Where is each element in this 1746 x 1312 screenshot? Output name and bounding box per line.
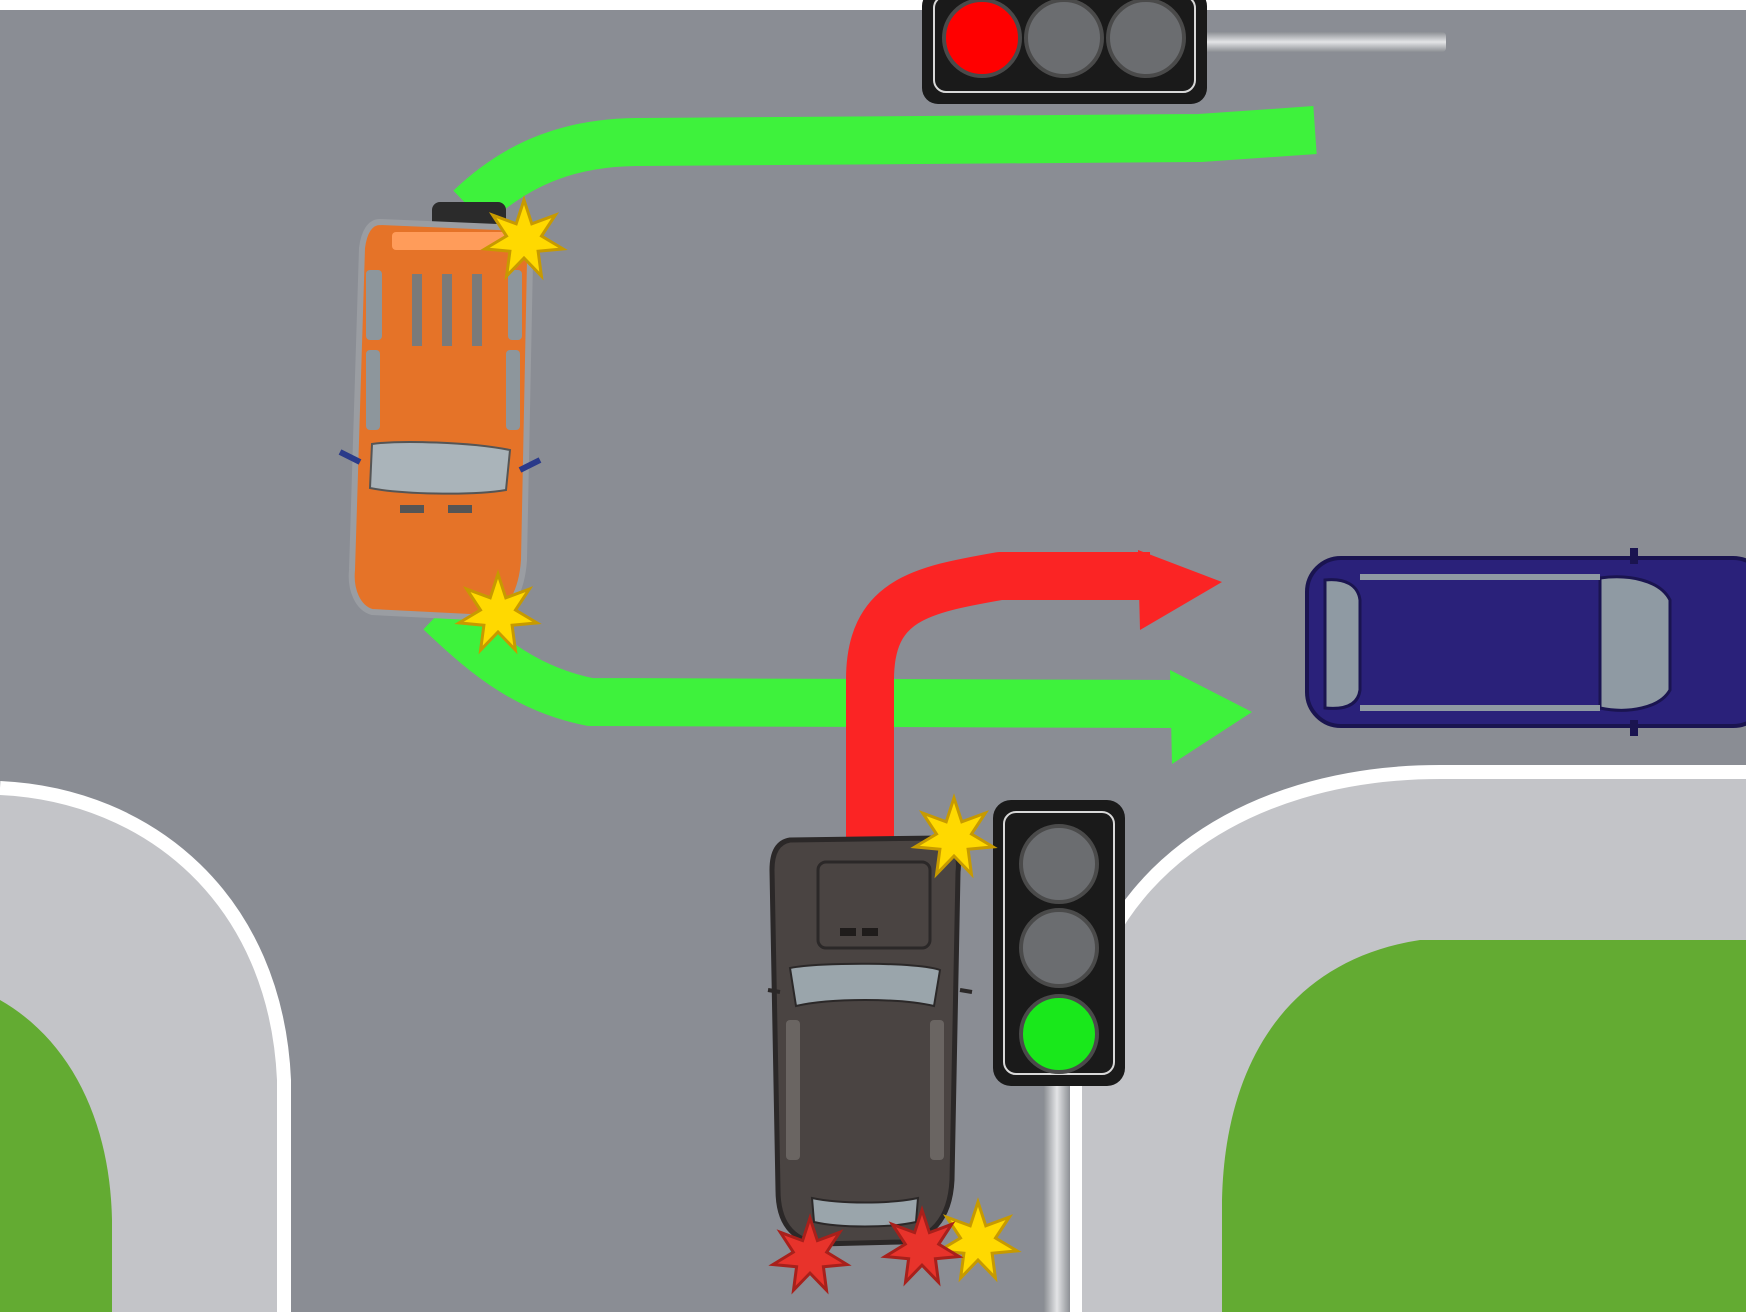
red-lamp-off xyxy=(1019,824,1099,904)
traffic-light-pole xyxy=(1044,1080,1070,1312)
blue-van xyxy=(1305,548,1746,736)
curb-line-bottom-left xyxy=(0,781,291,1312)
amber-lamp-off xyxy=(1024,0,1104,78)
corner-bottom-right xyxy=(1068,765,1746,1312)
dark-car-path-arrowhead xyxy=(1138,550,1222,630)
grass-bottom-left xyxy=(0,1000,112,1312)
corner-bottom-left xyxy=(0,781,291,1312)
top-traffic-light xyxy=(922,0,1446,104)
bottom-traffic-light xyxy=(993,800,1125,1312)
van-body xyxy=(1305,556,1746,728)
orange-suv xyxy=(338,202,542,622)
dark-car xyxy=(767,835,973,1247)
green-lamp-off xyxy=(1106,0,1186,78)
dark-car-right-brake-light xyxy=(880,1205,964,1287)
dark-car-left-brake-light xyxy=(768,1213,852,1295)
orange-rear-right-indicator xyxy=(454,569,542,655)
dark-car-front-right-indicator xyxy=(910,793,998,879)
amber-lamp-off xyxy=(1019,908,1099,988)
grass-bottom-right xyxy=(1222,940,1746,1312)
red-lamp-on xyxy=(942,0,1022,78)
orange-path-top xyxy=(453,106,1317,226)
suv-windshield xyxy=(368,441,512,495)
orange-path-bottom xyxy=(423,594,1181,728)
dark-car-route xyxy=(846,550,1222,838)
traffic-light-arm xyxy=(1200,32,1446,52)
orange-path-arrowhead xyxy=(1170,670,1252,764)
car-windshield xyxy=(788,962,942,1008)
dark-car-path xyxy=(846,552,1150,838)
indicator-stars xyxy=(454,195,1022,1295)
green-lamp-on xyxy=(1019,994,1099,1074)
orange-car-route xyxy=(423,106,1317,764)
orange-front-right-indicator xyxy=(480,195,568,281)
